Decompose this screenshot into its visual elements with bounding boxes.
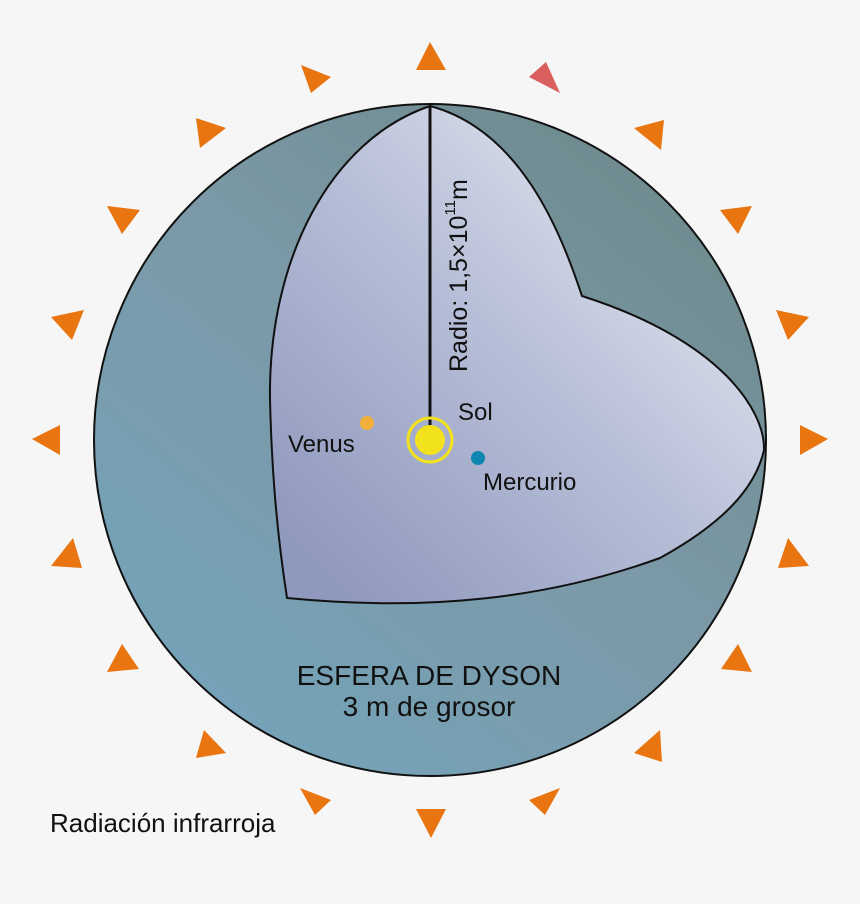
radiation-arrow-icon <box>196 118 226 148</box>
radiation-arrow-icon <box>721 644 752 672</box>
radiation-arrow-icon <box>51 310 84 340</box>
svg-text:Radio: 1,5×1011m: Radio: 1,5×1011m <box>442 179 473 372</box>
venus-label: Venus <box>288 431 355 458</box>
radiation-arrow-icon <box>800 425 828 455</box>
radius-exponent: 11 <box>442 200 459 216</box>
radiation-arrow-icon <box>32 425 60 455</box>
radiation-arrow-icon <box>634 120 664 150</box>
radiation-arrow-icon <box>196 730 226 758</box>
mercury-label: Mercurio <box>483 469 576 496</box>
radius-unit: m <box>445 179 473 200</box>
radiation-arrow-icon <box>416 42 446 70</box>
sun-label: Sol <box>458 399 493 426</box>
radiation-arrow-icon <box>778 538 809 568</box>
radiation-arrow-icon-highlight <box>529 62 560 93</box>
radiation-arrow-icon <box>416 809 446 838</box>
sphere-subtitle: 3 m de grosor <box>343 691 516 722</box>
radiation-arrow-icon <box>529 788 560 815</box>
mercury <box>471 451 485 465</box>
sphere-interior-cutaway <box>268 104 766 605</box>
radiation-arrows <box>32 42 828 838</box>
sun-ring <box>406 416 454 464</box>
radiation-arrow-icon <box>301 65 331 93</box>
radiation-arrow-icon <box>720 206 752 234</box>
radiation-label: Radiación infrarroja <box>50 808 276 838</box>
sun <box>415 425 445 455</box>
radiation-arrow-icon <box>634 730 662 762</box>
sphere-title: ESFERA DE DYSON <box>297 660 562 691</box>
radiation-arrow-icon <box>51 538 82 568</box>
radiation-arrow-icon <box>300 788 331 815</box>
radiation-arrow-icon <box>107 644 139 672</box>
radius-label-group: Radio: 1,5×1011m <box>442 179 473 372</box>
radiation-arrow-icon <box>107 206 140 234</box>
venus <box>360 416 374 430</box>
radiation-arrow-icon <box>776 310 809 340</box>
radius-label: Radio: 1,5×10 <box>445 216 473 372</box>
